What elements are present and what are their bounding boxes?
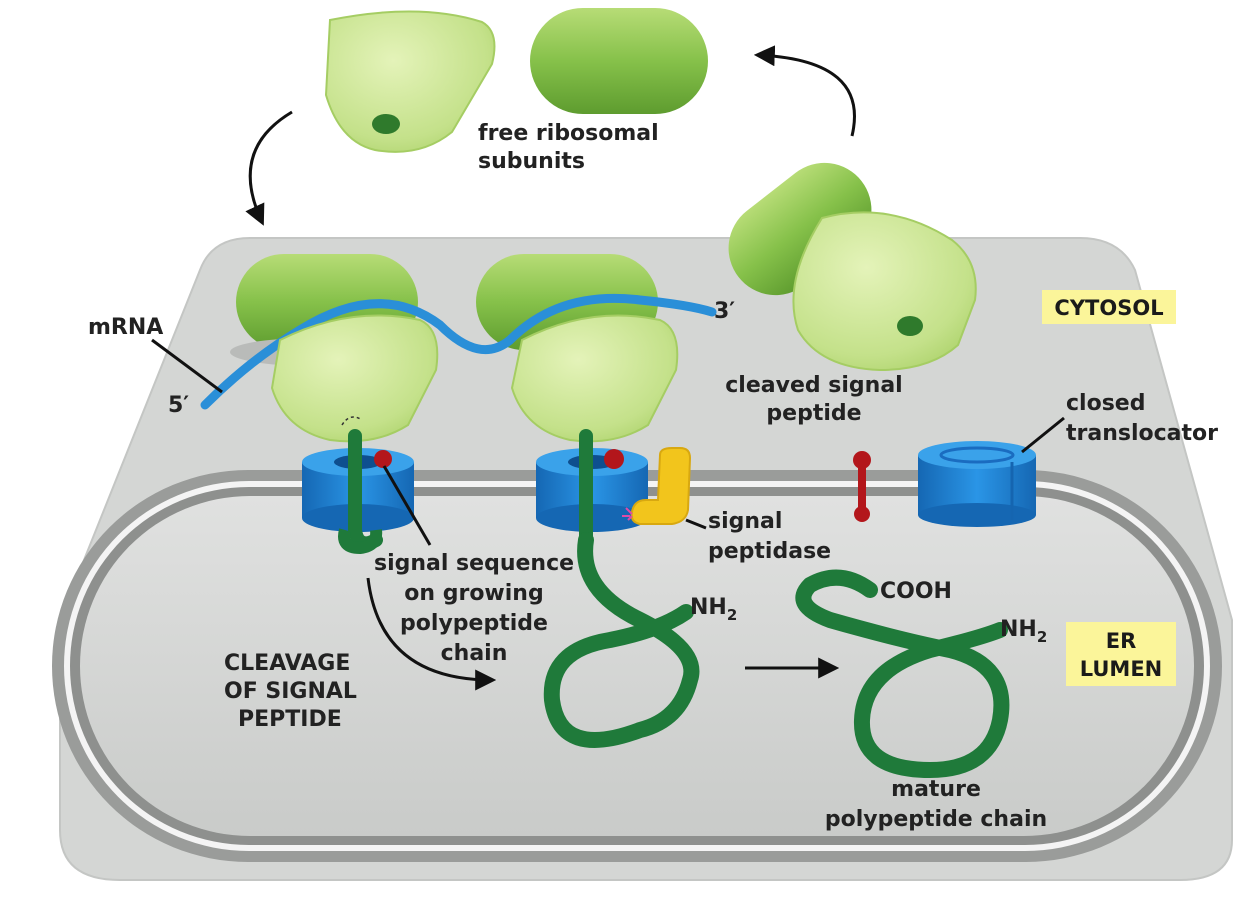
cleavage-spark	[622, 507, 633, 521]
er-lumen	[80, 496, 1194, 836]
closed-translocator-bottom	[918, 503, 1036, 527]
peptidase-leader	[685, 518, 707, 530]
closed-translocator-ring	[939, 446, 1015, 464]
cleaved-signal-peptide-bottom	[854, 506, 870, 522]
label-free-subunits-1: free ribosomal	[478, 121, 659, 146]
signal-peptidase	[630, 447, 692, 525]
label-signal-seq-4: chain	[441, 641, 508, 666]
cytosol-tag	[1042, 290, 1176, 324]
label-cleaved-2: peptide	[766, 401, 861, 426]
cleavage-arrow	[366, 577, 497, 691]
label-peptidase-2: peptidase	[708, 539, 831, 564]
er-lumen-tag	[1066, 622, 1176, 686]
label-cleavage-1: CLEAVAGE	[224, 651, 350, 676]
released-large-subunit	[728, 162, 872, 296]
label-signal-seq-2: on growing	[404, 581, 543, 606]
label-nh2-a: NH2	[690, 595, 737, 624]
arrow-to-membrane	[245, 110, 293, 226]
label-five-prime: 5′	[168, 393, 189, 418]
free-small-subunit	[324, 10, 496, 153]
label-cooh: COOH	[880, 579, 952, 604]
ribosome2-small-subunit	[510, 314, 679, 443]
polypeptide2-chain	[543, 532, 700, 748]
polypeptide1-loop	[338, 528, 383, 555]
label-free-subunits-2: subunits	[478, 149, 585, 174]
label-signal-seq-1: signal sequence	[374, 551, 574, 576]
signal-sequence-dot	[374, 450, 392, 468]
label-mature-2: polypeptide chain	[825, 807, 1047, 832]
signal-seq-leader	[382, 465, 432, 546]
closed-translocator-leader	[1021, 416, 1065, 454]
label-cleaved-1: cleaved signal	[725, 373, 902, 398]
closed-translocator-top	[918, 441, 1036, 469]
ribosome1-small-subunit	[270, 314, 439, 443]
released-small-subunit-hole	[897, 316, 923, 336]
label-cleavage-2: OF SIGNAL	[224, 679, 357, 704]
label-cytosol: CYTOSOL	[1054, 296, 1163, 320]
free-small-subunit-hole	[372, 114, 400, 134]
label-cleavage-3: PEPTIDE	[238, 707, 342, 732]
released-small-subunit	[792, 211, 977, 372]
label-closed-2: translocator	[1066, 421, 1218, 446]
label-er-2: LUMEN	[1080, 657, 1163, 681]
label-three-prime: 3′	[714, 299, 735, 324]
label-mrna: mRNA	[88, 315, 163, 340]
label-peptidase-1: signal	[708, 509, 782, 534]
free-large-subunit	[530, 8, 708, 114]
label-nh2-b: NH2	[1000, 617, 1047, 646]
signal-peptide-2	[604, 449, 624, 469]
label-er-1: ER	[1106, 629, 1137, 653]
mature-polypeptide-chain	[795, 569, 1010, 779]
label-mature-1: mature	[891, 777, 981, 802]
mrna-leader	[151, 338, 223, 394]
label-closed-1: closed	[1066, 391, 1145, 416]
cleaved-signal-peptide-top	[853, 451, 871, 469]
label-signal-seq-3: polypeptide	[400, 611, 548, 636]
polypeptide1-nascent	[341, 416, 363, 426]
arrow-to-free-pool	[753, 45, 856, 137]
